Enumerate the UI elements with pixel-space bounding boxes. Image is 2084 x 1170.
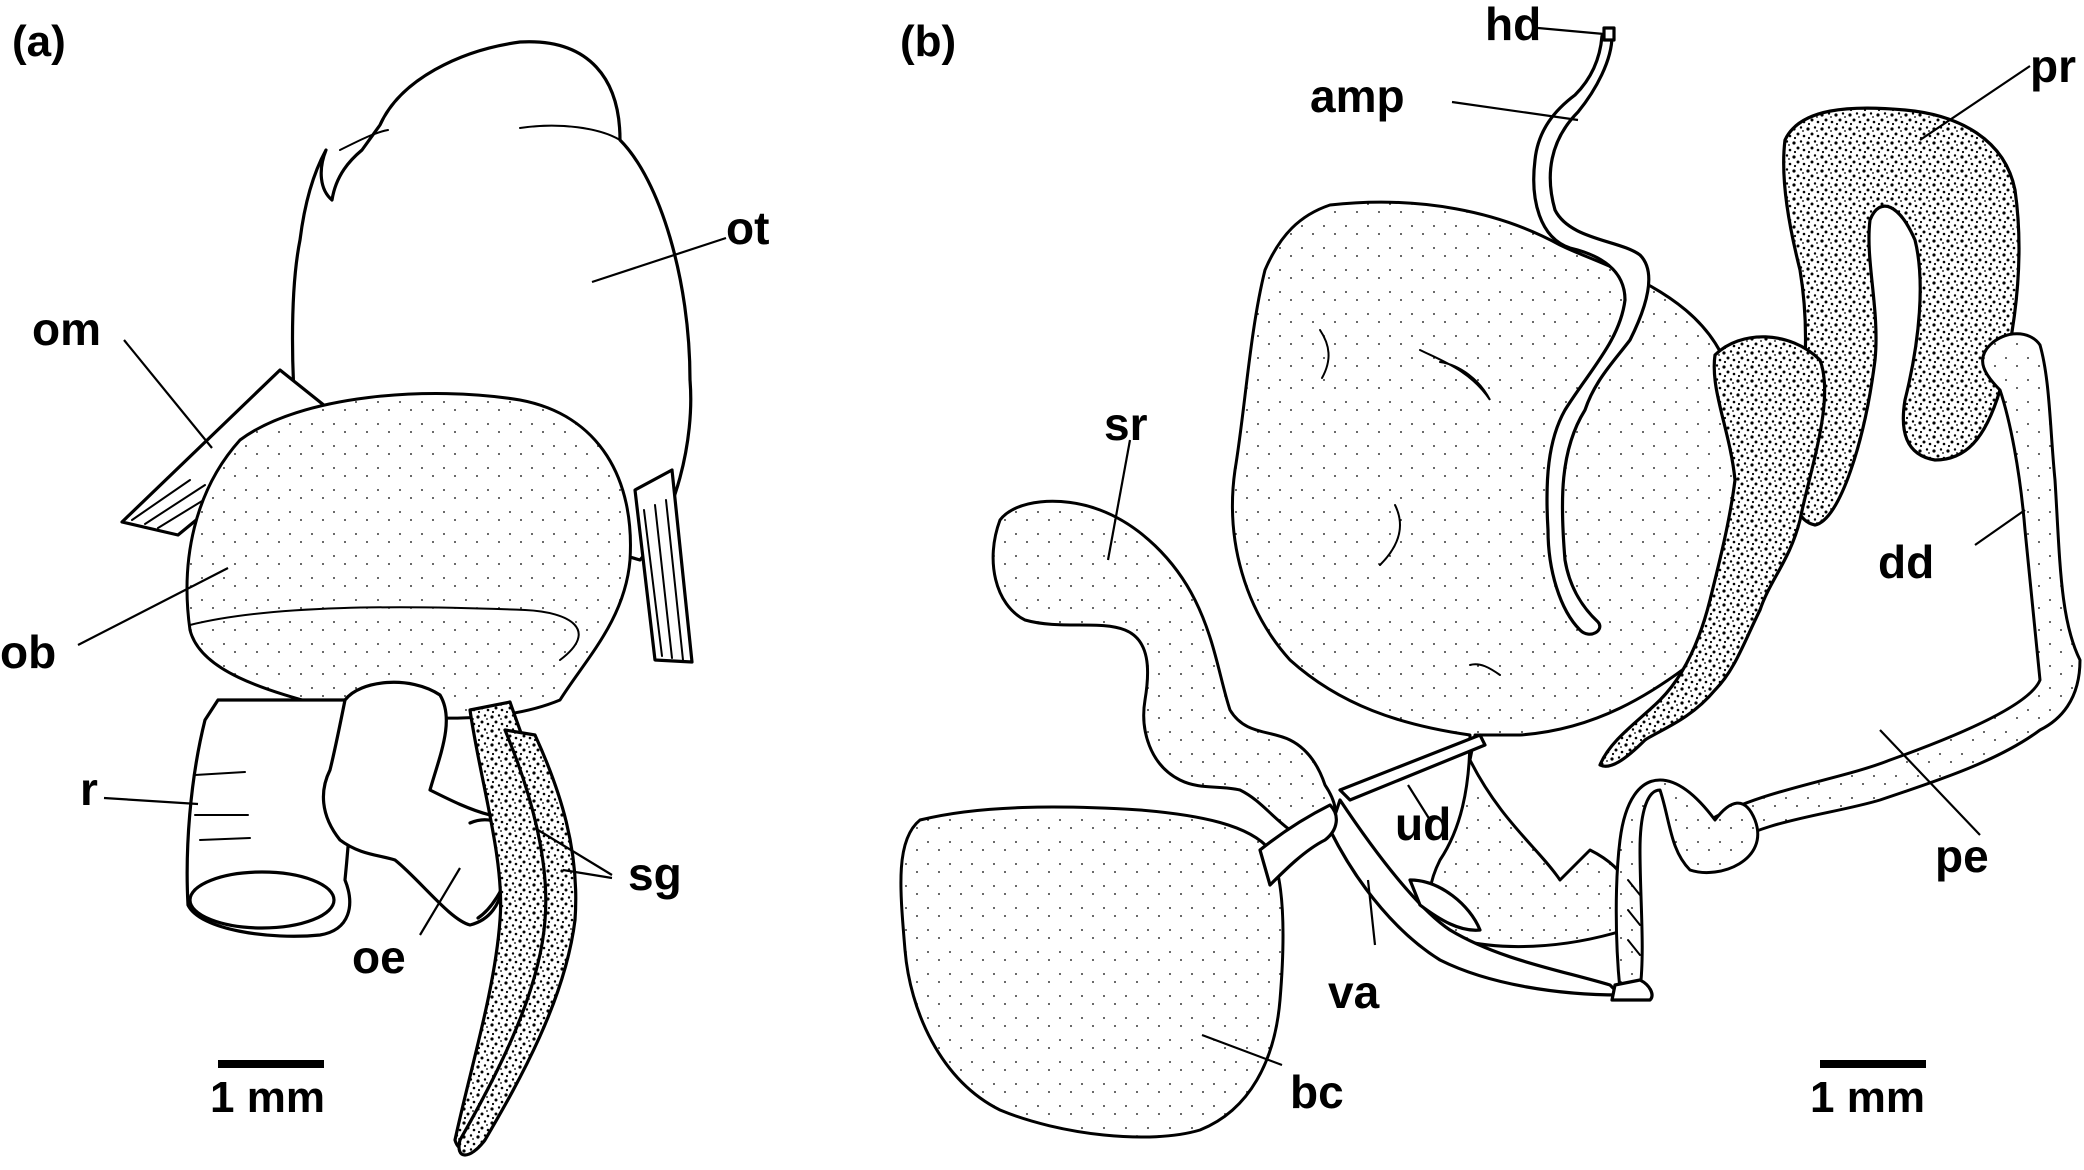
radula-sac: [185, 698, 354, 938]
label-pr: pr: [2030, 40, 2076, 92]
panel-a-label: (a): [12, 17, 66, 66]
penis: [1614, 778, 1759, 992]
label-om: om: [32, 303, 101, 355]
label-ud: ud: [1395, 798, 1451, 850]
label-hd: hd: [1485, 0, 1541, 50]
label-oe: oe: [352, 931, 406, 983]
label-ot: ot: [726, 202, 769, 254]
panel-a-scale-label: 1 mm: [210, 1073, 325, 1122]
label-amp: amp: [1310, 70, 1405, 122]
vagina: [1328, 733, 1654, 1002]
oral-muscle: [120, 368, 694, 664]
hermaphrodite-duct: [1532, 26, 1651, 636]
label-sr: sr: [1104, 398, 1148, 450]
buccal-mass: [185, 392, 632, 720]
label-ob: ob: [0, 626, 56, 678]
label-pe: pe: [1935, 830, 1989, 882]
label-dd: dd: [1878, 536, 1934, 588]
salivary-glands: [453, 700, 578, 1157]
label-va: va: [1328, 966, 1380, 1018]
panel-b: (b): [899, 0, 2082, 1139]
panel-b-scale-label: 1 mm: [1810, 1073, 1925, 1122]
label-bc: bc: [1290, 1066, 1344, 1118]
label-r: r: [80, 763, 98, 815]
label-sg: sg: [628, 848, 682, 900]
panel-a: (a): [0, 17, 769, 1157]
prostate-gland: [1598, 106, 2021, 768]
panel-b-label: (b): [900, 17, 956, 66]
bursa-copulatrix: [899, 803, 1338, 1139]
